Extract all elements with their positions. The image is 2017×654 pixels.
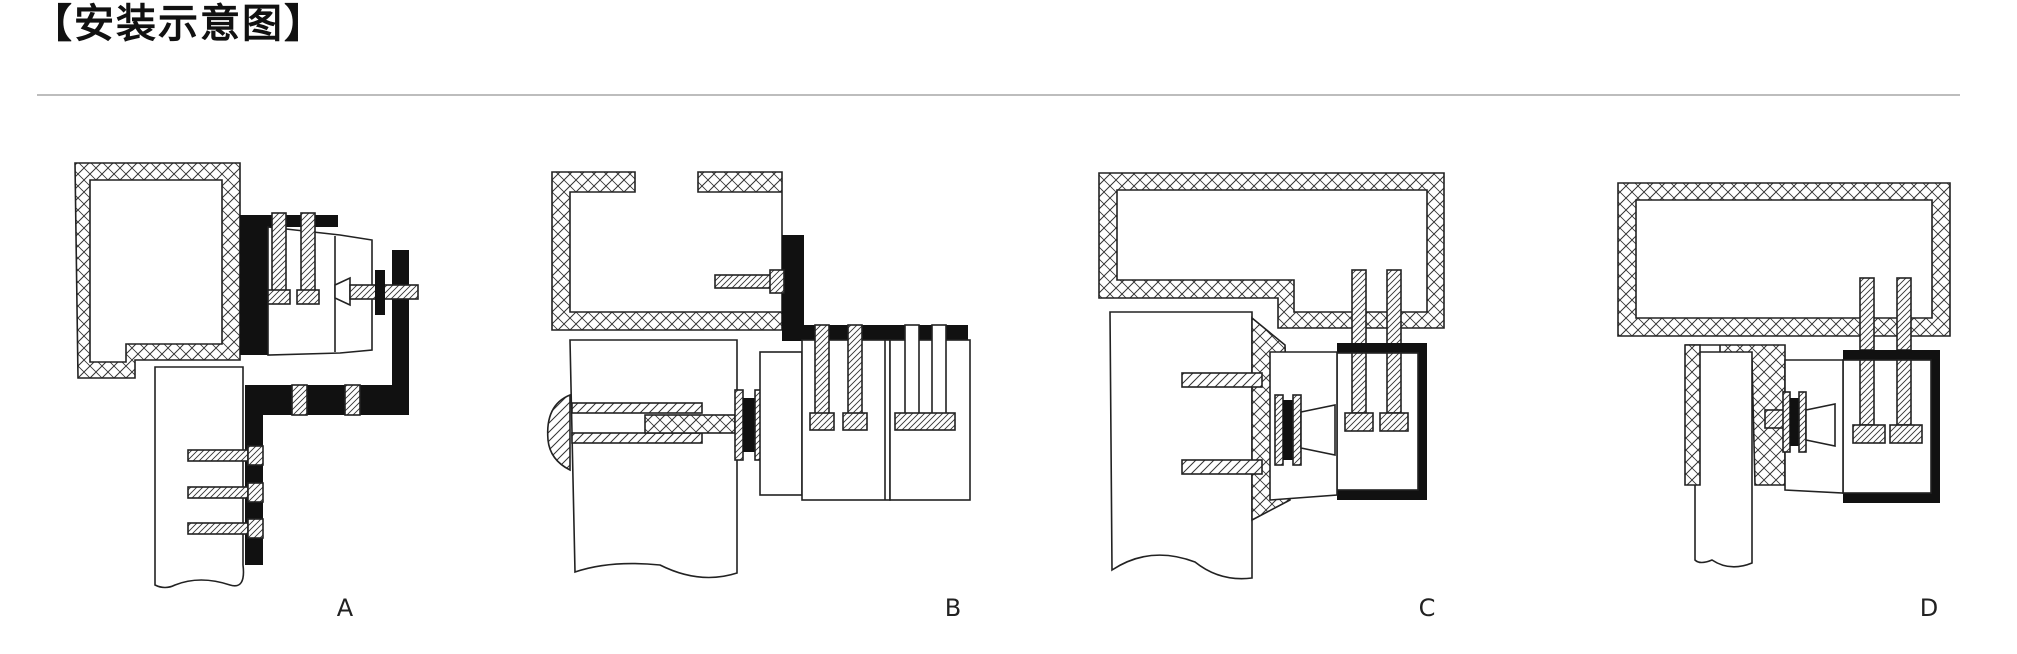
diagram-d: [1617, 182, 1951, 568]
diagram-b: [546, 171, 971, 579]
diagram-label-a: A: [337, 594, 354, 622]
diagram-label-d: D: [1920, 594, 1938, 622]
diagram-a: [74, 162, 419, 589]
page-title: 【安装示意图】: [32, 0, 326, 47]
diagram-label-c: C: [1419, 594, 1436, 622]
divider-line: [37, 94, 1960, 96]
diagram-label-b: B: [945, 594, 961, 622]
diagram-c: [1098, 172, 1445, 580]
